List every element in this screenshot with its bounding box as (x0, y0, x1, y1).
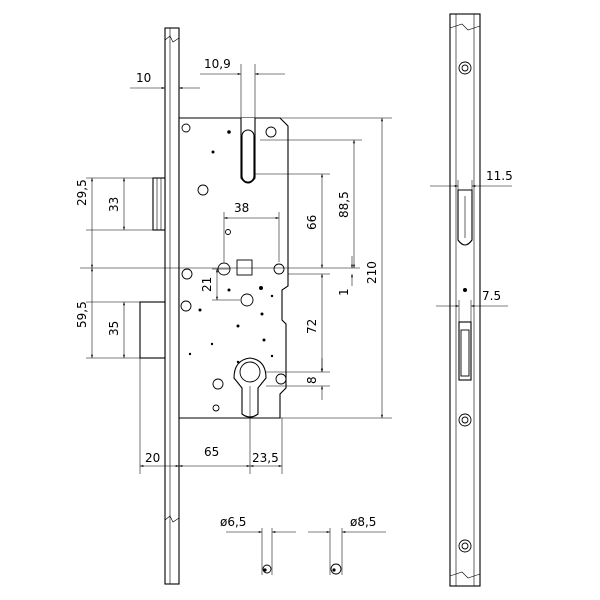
label-29-5: 29,5 (75, 179, 89, 206)
label-diameter-6-5: ø6,5 (220, 515, 246, 529)
label-35: 35 (107, 321, 121, 336)
label-11-5: 11.5 (486, 169, 513, 183)
label-72: 72 (305, 319, 319, 334)
side-view-latch-opening (457, 189, 473, 246)
label-10: 10 (136, 71, 151, 85)
label-20: 20 (145, 451, 160, 465)
label-65: 65 (204, 445, 219, 459)
faceplate (164, 27, 180, 585)
label-10-9: 10,9 (204, 57, 231, 71)
side-view-bolt-opening (458, 321, 472, 381)
label-8: 8 (305, 376, 319, 384)
label-1: 1 (337, 288, 351, 296)
latch-bolt (152, 177, 166, 231)
screw-detail-8-5: ø8,5 (308, 515, 386, 575)
label-66: 66 (305, 215, 319, 230)
label-33: 33 (107, 197, 121, 212)
side-view-dimensions: 11.5 7.5 (430, 169, 513, 322)
dimension-labels: 10 10,9 38 20 65 23,5 29,5 33 59,5 35 21… (75, 57, 379, 465)
screw-detail-6-5: ø6,5 (220, 515, 296, 575)
label-38: 38 (234, 201, 249, 215)
label-88-5: 88,5 (337, 191, 351, 218)
label-59-5: 59,5 (75, 301, 89, 328)
label-7-5: 7.5 (482, 289, 501, 303)
dimension-lines (80, 64, 392, 474)
dead-bolt (139, 301, 166, 359)
label-21: 21 (200, 277, 214, 292)
label-210: 210 (365, 261, 379, 284)
label-diameter-8-5: ø8,5 (350, 515, 376, 529)
side-view-faceplate (449, 13, 481, 587)
label-23-5: 23,5 (252, 451, 279, 465)
